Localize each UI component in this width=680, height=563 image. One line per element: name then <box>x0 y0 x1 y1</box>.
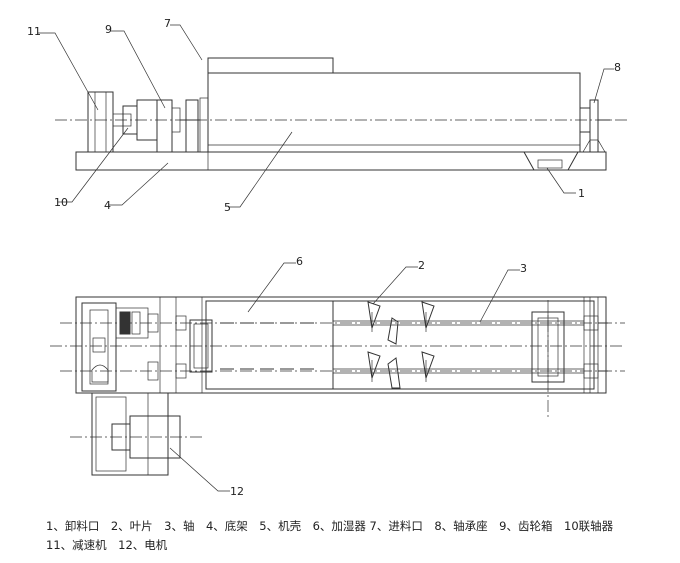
callout-11: 11 <box>27 25 41 38</box>
reducer <box>87 91 114 153</box>
callout-numbers: 11 9 7 8 10 4 5 1 6 2 3 12 <box>27 17 621 498</box>
motor-frame <box>91 392 169 476</box>
callout-6: 6 <box>296 255 303 268</box>
callout-5: 5 <box>224 201 231 214</box>
top-view-leaders <box>169 262 520 492</box>
callout-3: 3 <box>520 262 527 275</box>
housing <box>207 72 581 153</box>
callout-10: 10 <box>54 196 68 209</box>
callout-8: 8 <box>614 61 621 74</box>
coupling <box>112 113 132 127</box>
reducer-top <box>81 302 117 392</box>
top-view <box>50 296 625 476</box>
coupling-top <box>189 319 213 373</box>
top-housing <box>205 300 595 390</box>
parts-legend: 1、卸料口 2、叶片 3、轴 4、底架 5、机壳 6、加湿器 7、进料口 8、轴… <box>46 519 625 552</box>
mixer-technical-drawing: 11 9 7 8 10 4 5 1 6 2 3 12 <box>27 17 630 498</box>
base-frame <box>75 151 607 171</box>
bearing-stand-left <box>185 99 199 153</box>
callout-9: 9 <box>105 23 112 36</box>
bearing-seat-flange <box>589 99 599 153</box>
callout-7: 7 <box>164 17 171 30</box>
callout-12: 12 <box>230 485 244 498</box>
side-view-leaders <box>38 24 614 208</box>
discharge-outlet <box>523 151 579 171</box>
feed-inlet <box>207 57 334 74</box>
callout-2: 2 <box>418 259 425 272</box>
blades <box>367 301 435 389</box>
callout-4: 4 <box>104 199 111 212</box>
top-frame <box>75 296 607 394</box>
side-view <box>55 57 630 171</box>
callout-1: 1 <box>578 187 585 200</box>
